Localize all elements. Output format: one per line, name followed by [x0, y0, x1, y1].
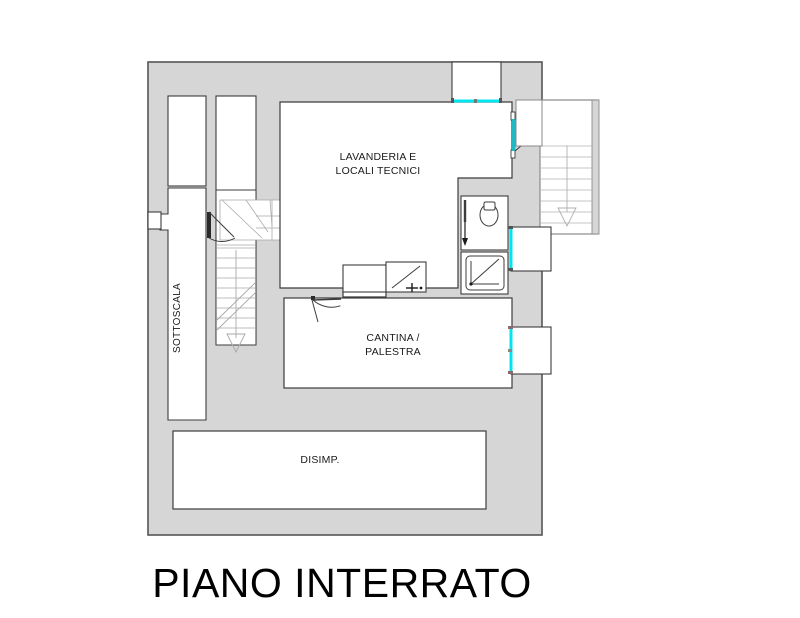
- exterior-stair-wall: [591, 99, 600, 235]
- window-cantina-reveal: [510, 326, 552, 375]
- door-leaf-left: [207, 212, 211, 238]
- window-bath-jamb-top: [508, 226, 513, 229]
- window-bath: [508, 226, 552, 272]
- counter-group: [342, 261, 427, 293]
- west-wall-niche: [147, 211, 162, 230]
- exterior-stair-landing: [515, 99, 543, 147]
- interior-stairwell: [215, 95, 301, 354]
- window-top-jamb-left: [451, 98, 454, 103]
- door-swing-arc-left: [208, 237, 236, 242]
- shower-tray: [465, 255, 505, 291]
- door-cantina-edge: [311, 299, 319, 323]
- window-cantina-jamb-top: [508, 326, 513, 329]
- door-ext-hinge-top: [510, 111, 516, 121]
- door-cantina-arc: [312, 299, 341, 308]
- sink-diagonal: [391, 265, 421, 289]
- window-top-reveal: [451, 61, 502, 103]
- shower-diagonal: [470, 258, 500, 285]
- door-stair-left: [207, 211, 236, 242]
- window-top: [451, 61, 502, 103]
- room-cantina: CANTINA / PALESTRA: [283, 297, 513, 389]
- cantina-outline: [283, 297, 513, 389]
- counter-unit: [342, 264, 387, 293]
- exterior-stairwell: [515, 99, 600, 235]
- toilet-cistern: [483, 201, 496, 211]
- shower-drain: [469, 282, 473, 286]
- window-top-mullion: [474, 99, 477, 103]
- page-title: PIANO INTERRATO: [152, 560, 532, 606]
- exterior-stair-shaft: [539, 99, 599, 235]
- stair-break-line: [216, 281, 257, 331]
- room-lavanderia: LAVANDERIA E LOCALI TECNICI: [279, 101, 513, 298]
- room-label-cantina-line2: PALESTRA: [365, 346, 421, 358]
- room-label-sottoscala: SOTTOSCALA: [172, 283, 183, 353]
- room-label-lavanderia-line2: LOCALI TECNICI: [336, 165, 421, 177]
- sink-drain: [419, 286, 423, 290]
- door-cantina-hinge: [311, 296, 315, 300]
- wc-pipe-arrow: [462, 238, 468, 246]
- room-label-disimpegno: DISIMP.: [300, 454, 339, 466]
- exterior-stair-treads: [541, 145, 592, 224]
- room-sottoscala: SOTTOSCALA: [147, 95, 207, 421]
- disimpegno-outline: [172, 430, 487, 510]
- door-swing-line-left: [208, 211, 235, 238]
- window-bath-reveal: [510, 226, 552, 272]
- sottoscala-main-cell: [159, 187, 207, 421]
- door-ext-glass: [512, 119, 516, 151]
- room-label-lavanderia-line1: LAVANDERIA E: [340, 151, 417, 163]
- window-bath-jamb-bottom: [508, 268, 513, 271]
- bathroom-group: [460, 195, 509, 295]
- window-cantina-mullion: [508, 349, 512, 352]
- door-ext-hinge-bottom: [510, 149, 516, 159]
- room-disimpegno: DISIMP.: [172, 430, 487, 510]
- window-cantina-jamb-bottom: [508, 371, 513, 374]
- stair-direction-down-arrow: [226, 250, 246, 354]
- door-cantina: [311, 296, 342, 323]
- window-cantina: [508, 326, 552, 375]
- room-label-cantina-line1: CANTINA /: [366, 332, 419, 344]
- window-top-jamb-right: [499, 98, 502, 103]
- door-cantina-leaf: [312, 298, 342, 301]
- sottoscala-upper-cell: [167, 95, 207, 187]
- exterior-stair-direction-down-arrow: [557, 146, 577, 228]
